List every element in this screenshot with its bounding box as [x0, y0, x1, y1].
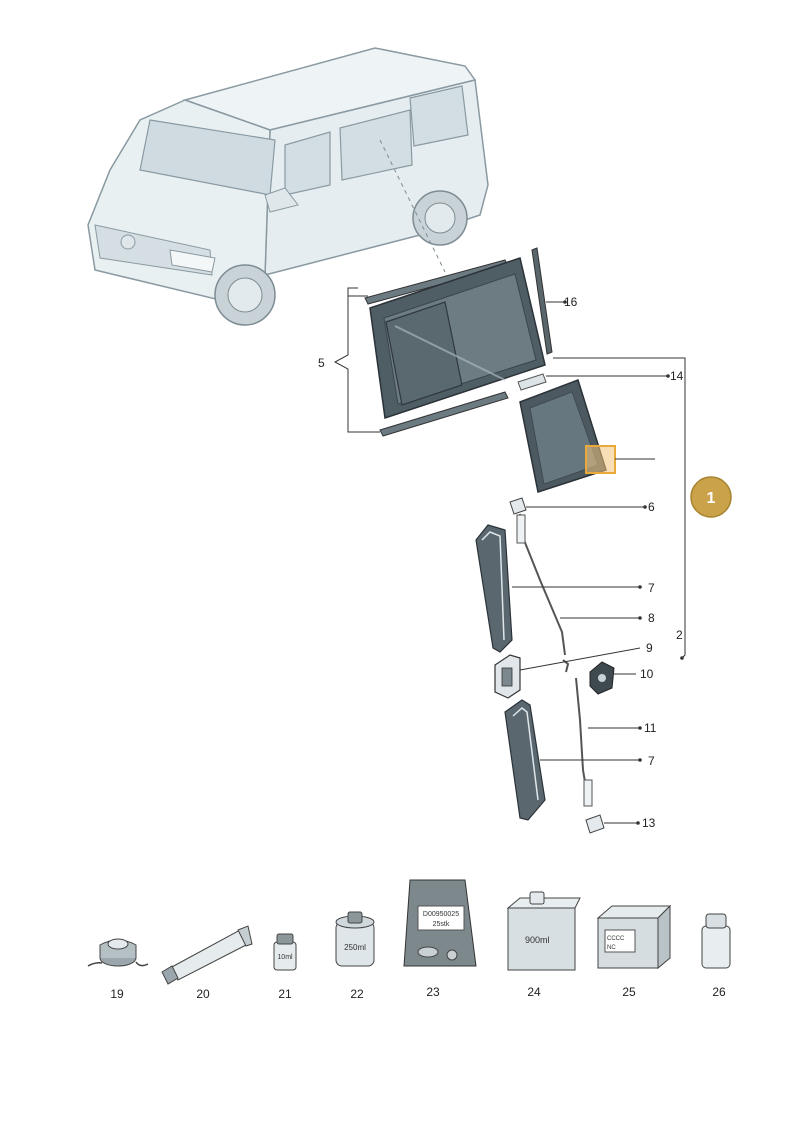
part-24-canister: 900ml: [506, 891, 581, 971]
callout-22: 22: [350, 987, 364, 1001]
side-window-assembly: [364, 247, 607, 493]
callout-10: 10: [640, 667, 654, 681]
part-24-label: 900ml: [525, 935, 550, 945]
callout-7-bottom: 7: [648, 754, 655, 768]
part-25-label-line2: NC: [607, 945, 616, 951]
consumable-labels: 19 20 21 22 23 24 25 26: [110, 985, 726, 1001]
van-illustration: [87, 47, 489, 326]
part-21-bottle: 10ml: [273, 933, 297, 971]
callout-13: 13: [642, 816, 656, 830]
callout-7-top: 7: [648, 581, 655, 595]
callout-5: 5: [318, 356, 325, 370]
callout-labels: 5 16 14 2 6 7 8 9 10 11 7 13: [318, 295, 684, 830]
part-21-label: 10ml: [277, 954, 293, 961]
callout-2: 2: [676, 628, 683, 642]
callout-6: 6: [648, 500, 655, 514]
part-20-tube: [161, 925, 253, 985]
badge-label: 1: [707, 490, 716, 507]
part-23-label-line1: D00950025: [423, 911, 459, 918]
callout-badge[interactable]: 1: [690, 476, 732, 518]
part-23-label-line2: 25stk: [433, 921, 450, 928]
consumables-row: 10ml 250ml D00950025 25stk 900ml: [87, 879, 731, 985]
callout-26: 26: [712, 985, 726, 999]
callout-24: 24: [527, 985, 541, 999]
callout-14: 14: [670, 369, 684, 383]
callout-8: 8: [648, 611, 655, 625]
callout-19: 19: [110, 987, 124, 1001]
part-26-jar: [701, 913, 731, 969]
callout-23: 23: [426, 985, 440, 999]
part-25-label-line1: CCCC: [607, 936, 625, 942]
part-22-can: 250ml: [335, 911, 375, 967]
highlight-box[interactable]: [585, 445, 616, 474]
mechanism-parts: [475, 497, 615, 834]
callout-16: 16: [564, 295, 578, 309]
part-22-label: 250ml: [344, 943, 366, 952]
callout-20: 20: [196, 987, 210, 1001]
part-23-bag: D00950025 25stk: [403, 879, 477, 967]
leader-lines: [333, 287, 686, 825]
callout-11: 11: [644, 721, 657, 735]
callout-21: 21: [278, 987, 292, 1001]
part-25-box: CCCC NC: [596, 904, 672, 970]
part-19-cable: [87, 938, 149, 967]
callout-9: 9: [646, 641, 653, 655]
callout-25: 25: [622, 985, 636, 999]
